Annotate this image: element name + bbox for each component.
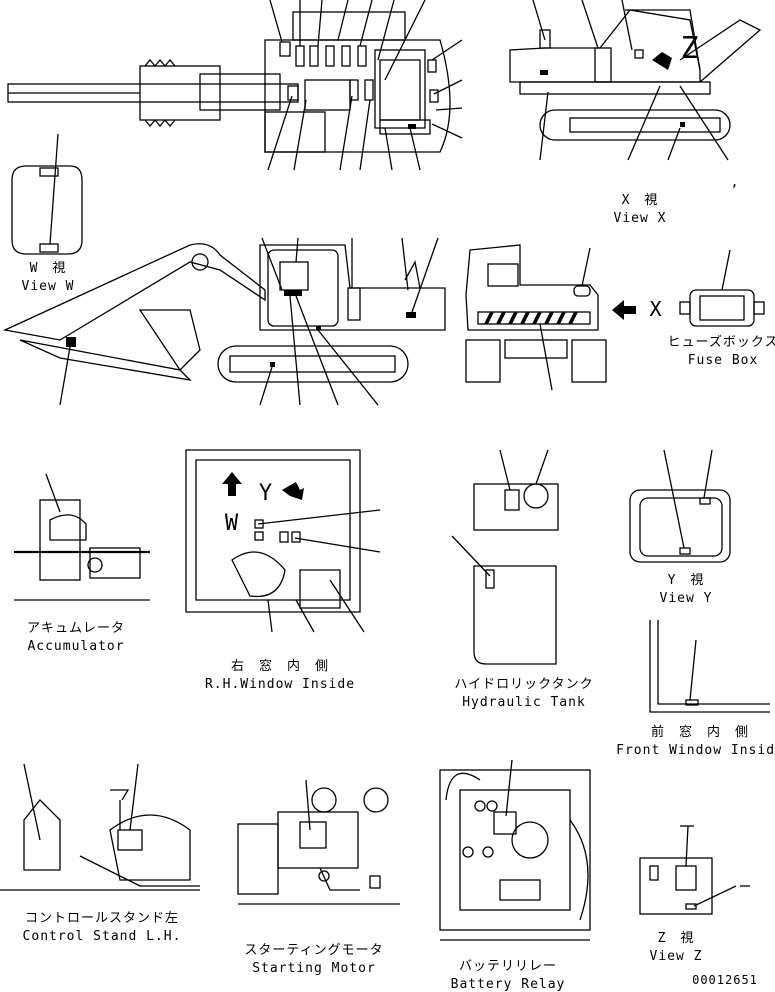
view-y-jp: Y 視 bbox=[668, 573, 705, 588]
rh-window-jp: 右 窓 内 側 bbox=[231, 658, 329, 674]
view-z-en: View Z bbox=[650, 949, 703, 964]
accumulator-jp: アキュムレータ bbox=[27, 621, 125, 636]
fuse-box-jp: ヒューズボックス bbox=[668, 334, 775, 350]
front-window-jp: 前 窓 内 側 bbox=[651, 724, 749, 740]
battery-relay: バッテリリレー Battery Relay bbox=[439, 759, 591, 992]
view-w-en: View W bbox=[22, 279, 75, 294]
starting-motor-en: Starting Motor bbox=[252, 961, 376, 976]
battery-relay-jp: バッテリリレー bbox=[459, 959, 557, 974]
view-y: Y 視 View Y bbox=[629, 449, 731, 606]
fuse-box: ヒューズボックス Fuse Box bbox=[668, 249, 775, 368]
marker-z: Z bbox=[680, 31, 699, 66]
fuse-box-en: Fuse Box bbox=[688, 353, 759, 368]
control-stand-jp: コントロールスタンド左 bbox=[25, 911, 179, 926]
marker-w: W bbox=[225, 511, 239, 536]
comma-mark: , bbox=[731, 175, 740, 190]
view-y-en: View Y bbox=[660, 591, 713, 606]
marker-y: Y bbox=[259, 481, 273, 506]
excavator-full-view bbox=[2, 237, 446, 406]
view-x-en: View X bbox=[614, 211, 667, 226]
accumulator: アキュムレータ Accumulator bbox=[14, 473, 150, 654]
starting-motor: スターティングモータ Starting Motor bbox=[237, 779, 400, 976]
control-stand-en: Control Stand L.H. bbox=[23, 929, 182, 944]
view-w-jp: W 視 bbox=[30, 261, 67, 276]
view-w: W 視 View W bbox=[11, 133, 83, 294]
accumulator-en: Accumulator bbox=[27, 639, 124, 654]
hydraulic-tank-jp: ハイドロリックタンク bbox=[454, 677, 593, 692]
starting-motor-jp: スターティングモータ bbox=[244, 943, 383, 958]
view-x-jp: X 視 bbox=[622, 193, 659, 208]
rh-window-en: R.H.Window Inside bbox=[205, 677, 355, 692]
excavator-rear-view: X bbox=[465, 244, 662, 391]
hydraulic-tank: ハイドロリックタンク Hydraulic Tank bbox=[451, 449, 593, 710]
excavator-side-view: Z , X 視 View X bbox=[509, 0, 762, 226]
figure-number: 00012651 bbox=[692, 973, 758, 987]
marker-x: X bbox=[649, 297, 662, 321]
view-z: Z 視 View Z bbox=[639, 825, 750, 964]
control-stand: コントロールスタンド左 Control Stand L.H. bbox=[0, 763, 200, 944]
battery-relay-en: Battery Relay bbox=[451, 977, 566, 992]
rh-window: Y W 右 窓 内 側 R.H.Window Inside bbox=[185, 449, 381, 692]
view-z-jp: Z 視 bbox=[658, 931, 695, 946]
hydraulic-tank-en: Hydraulic Tank bbox=[462, 695, 586, 710]
excavator-top-view bbox=[7, 0, 463, 171]
front-window-en: Front Window Inside bbox=[616, 743, 775, 758]
front-window: 前 窓 内 側 Front Window Inside bbox=[616, 620, 775, 758]
